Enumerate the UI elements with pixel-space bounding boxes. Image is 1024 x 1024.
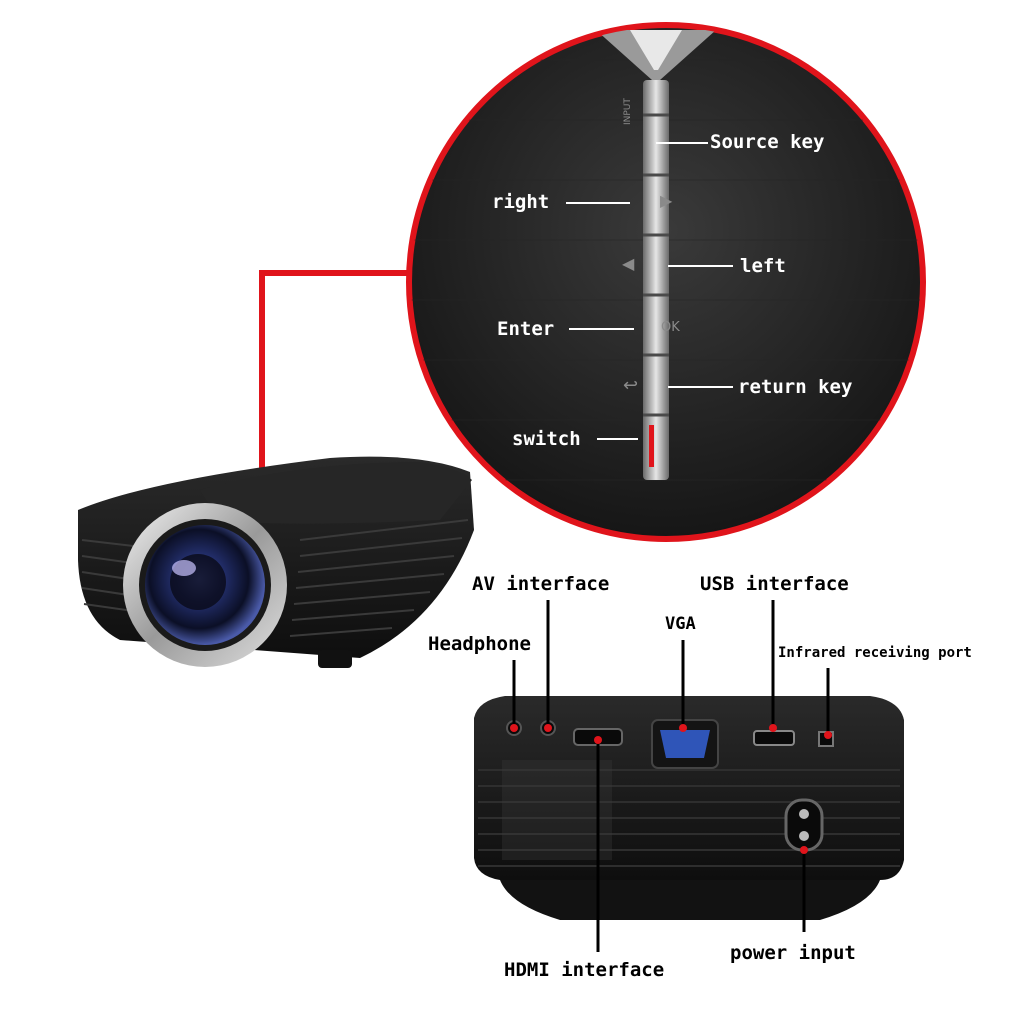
label-infrared-port: Infrared receiving port bbox=[778, 645, 972, 661]
projector-lens bbox=[123, 503, 287, 667]
label-enter: Enter bbox=[497, 318, 555, 340]
label-hdmi-interface: HDMI interface bbox=[504, 959, 665, 981]
projector-front-view bbox=[78, 456, 474, 668]
label-av-interface: AV interface bbox=[472, 573, 610, 595]
label-power-input: power input bbox=[730, 942, 856, 964]
label-vga: VGA bbox=[665, 614, 696, 634]
label-switch: switch bbox=[512, 428, 581, 450]
label-source-key: Source key bbox=[710, 131, 825, 153]
projector-rear-view bbox=[474, 600, 904, 952]
label-left: left bbox=[740, 255, 786, 277]
label-usb-interface: USB interface bbox=[700, 573, 849, 595]
right-arrow-icon: ▶ bbox=[660, 191, 673, 210]
left-arrow-icon: ◀ bbox=[622, 254, 635, 273]
label-return-key: return key bbox=[738, 376, 853, 398]
label-headphone: Headphone bbox=[428, 633, 531, 655]
label-right: right bbox=[492, 191, 550, 213]
input-key-marking: INPUT bbox=[623, 98, 633, 125]
control-panel-zoom bbox=[406, 22, 926, 542]
ok-key-marking: OK bbox=[661, 320, 680, 335]
return-icon: ↩ bbox=[623, 375, 639, 396]
